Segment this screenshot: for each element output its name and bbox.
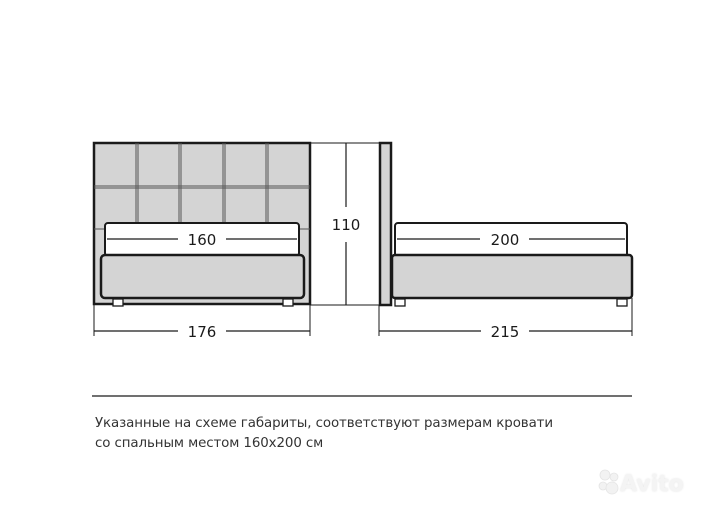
avito-watermark: Avito [620, 472, 684, 497]
dim-label-110: 110 [332, 216, 361, 234]
headboard-quilt-grid [94, 143, 310, 230]
caption: Указанные на схеме габариты, соответству… [95, 414, 553, 454]
dim-label-215: 215 [491, 323, 520, 341]
bed-base-side [390, 253, 634, 300]
dim-label-160: 160 [188, 231, 217, 249]
caption-line-2: со спальным местом 160x200 см [95, 436, 324, 451]
side-view: 200 215 [378, 141, 634, 341]
avito-logo-icon [598, 469, 619, 495]
leg-side-back [616, 298, 628, 307]
bed-base-front [99, 253, 306, 300]
dim-label-200: 200 [491, 231, 520, 249]
caption-line-1: Указанные на схеме габариты, соответству… [95, 416, 553, 431]
headboard-side [378, 141, 393, 307]
front-view: 160 176 [92, 141, 312, 341]
leg-side-front [394, 298, 406, 307]
dim-label-176: 176 [188, 323, 217, 341]
height-dimension: 110 [310, 142, 380, 306]
leg-front-right [282, 298, 294, 307]
leg-front-left [112, 298, 124, 307]
